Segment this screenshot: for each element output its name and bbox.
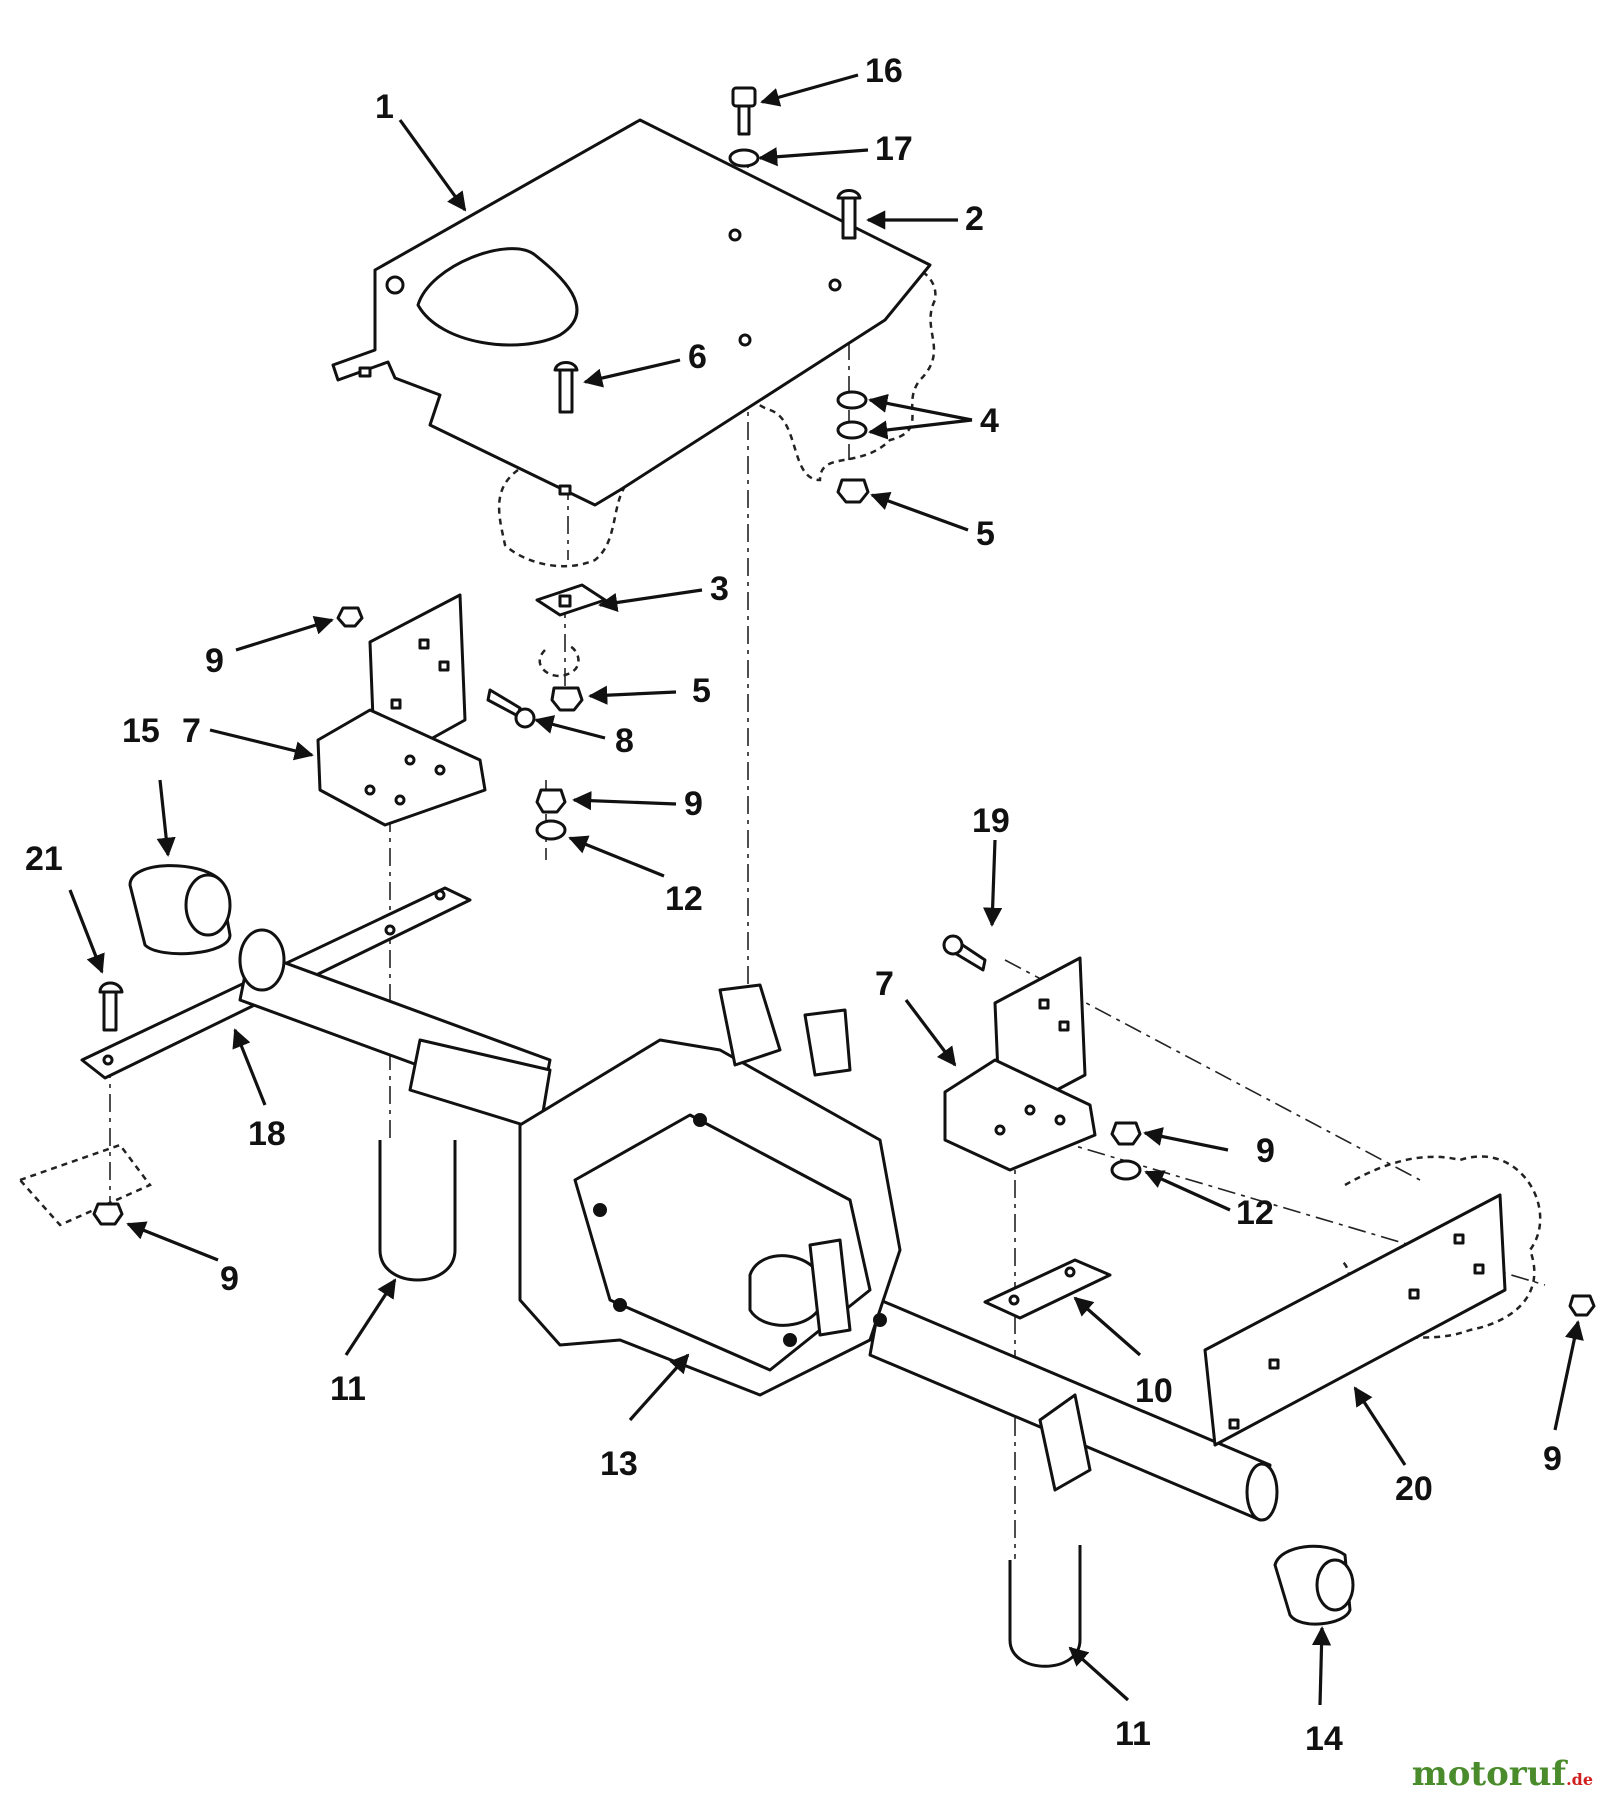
callout-11: 11 [330,1370,366,1408]
callout-labels: 1 16 17 2 6 4 5 3 9 5 15 7 8 9 21 12 19 … [25,52,1562,1758]
center-hardware [535,788,567,841]
u-bolts [378,1140,1082,1668]
right-hardware [1110,1121,1596,1317]
callout-9: 9 [205,642,224,680]
callout-8: 8 [615,722,634,760]
callout-3: 3 [710,570,729,608]
callout-13: 13 [600,1445,638,1483]
side-plate-20 [1203,1193,1507,1447]
callout-20: 20 [1395,1470,1433,1508]
callout-19: 19 [972,802,1010,840]
callout-2: 2 [965,200,984,238]
carriage-bolt-21 [98,981,124,1032]
callout-7: 7 [182,712,201,750]
callout-17: 17 [875,130,913,168]
upper-mounting-plate [331,118,932,507]
frame-outlines [17,262,1542,1347]
callout-9: 9 [684,785,703,823]
axle-assembly [238,928,1279,1522]
callout-12: 12 [665,880,703,918]
right-bushing [1273,1544,1355,1626]
callout-15: 15 [122,712,160,750]
callout-9: 9 [220,1260,239,1298]
callout-6: 6 [688,338,707,376]
callout-12: 12 [1236,1194,1274,1232]
watermark-brand: motoruf [1411,1754,1567,1794]
callout-9: 9 [1543,1440,1562,1478]
callout-14: 14 [1305,1720,1343,1758]
left-angle-bracket [316,593,536,827]
callout-9: 9 [1256,1132,1275,1170]
callout-7: 7 [875,965,894,1003]
left-bushing [128,864,232,956]
callout-11: 11 [1115,1715,1151,1753]
lower-left-nut [92,1202,124,1226]
clamp-plate-10 [983,1258,1112,1320]
site-watermark: motoruf.de [1412,1754,1593,1794]
callout-4: 4 [980,402,999,440]
top-hardware [535,86,870,712]
callout-18: 18 [248,1115,286,1153]
callout-leaders [68,73,1584,1706]
callout-21: 21 [25,840,63,878]
assembly-centerlines [109,150,1546,1650]
callout-1: 1 [375,88,394,126]
callout-16: 16 [865,52,903,90]
right-angle-bracket [942,934,1097,1172]
watermark-suffix: .de [1566,1770,1593,1789]
callout-10: 10 [1135,1372,1173,1410]
callout-5: 5 [692,672,711,710]
callout-5: 5 [976,515,995,553]
